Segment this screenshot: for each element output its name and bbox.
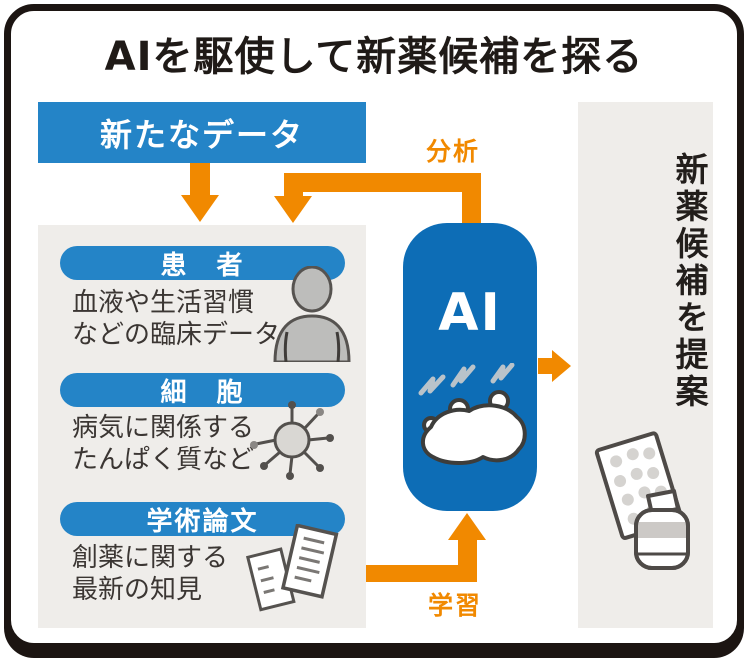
ai-machine-icon [418,363,527,465]
learning-up-arrow-icon [448,513,486,540]
source-desc-patient: 血液や生活習慣 などの臨床データ [72,287,302,351]
output-arrow-shaft [538,358,554,374]
learning-label: 学習 [428,591,483,620]
output-right-arrow-icon [552,350,571,382]
patient-icon [273,266,351,362]
analysis-down-arrow-icon [274,196,312,223]
new-data-down-arrow-icon [181,195,219,222]
source-desc-cell: 病気に関係する たんぱく質など [72,412,302,476]
analysis-connector-vbar [462,173,481,225]
output-label: 新薬候補を提案 [670,151,709,411]
analysis-label: 分析 [426,137,481,166]
cell-desc-line2: たんぱく質など [72,445,255,475]
cell-icon [250,401,334,480]
source-header-patient-label: 患 者 [160,250,245,281]
source-desc-papers: 創薬に関する 最新の知見 [72,542,302,606]
cell-desc-line1: 病気に関係する [72,413,255,443]
patient-desc-line2: などの臨床データ [72,320,281,350]
learning-connector-hbar [366,565,477,582]
medicine-icon [594,431,690,570]
analysis-connector-hbar [284,173,481,192]
analysis-arrow-stub [284,173,303,198]
source-header-papers: 学術論文 [60,502,345,537]
new-data-down-arrow-shaft [190,163,210,197]
new-data-label: 新たなデータ [99,115,304,154]
papers-desc-line1: 創薬に関する [72,543,229,573]
ai-label: AI [438,283,502,343]
source-header-papers-label: 学術論文 [146,506,259,537]
source-header-cell: 細 胞 [60,373,345,408]
learning-connector-vbar [458,537,477,582]
papers-icon [245,524,339,612]
source-header-cell-label: 細 胞 [160,377,245,408]
papers-desc-line2: 最新の知見 [72,575,203,605]
patient-desc-line1: 血液や生活習慣 [72,288,255,318]
diagram-title: AIを駆使して新薬候補を探る [104,34,644,80]
new-data-box: 新たなデータ [38,102,366,163]
